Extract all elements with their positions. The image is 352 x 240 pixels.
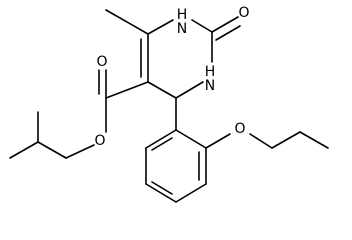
bond-ch2-ch bbox=[37, 141, 67, 159]
bond-n1-c2 bbox=[191, 19, 213, 33]
ester-carbonyl-oxygen-label: O bbox=[96, 54, 107, 70]
bond-ester-o-ch2 bbox=[65, 144, 95, 159]
bond-methyl-c6 bbox=[105, 9, 149, 35]
bond-c5-ester-carbon bbox=[105, 81, 149, 99]
bond-layer bbox=[9, 9, 329, 203]
benzene-double-2 bbox=[151, 181, 173, 195]
ring-carbonyl-oxygen-label: O bbox=[238, 5, 249, 21]
n1-hydrogen-label: H bbox=[177, 7, 188, 23]
bond-c4-c5 bbox=[147, 81, 177, 99]
benzene-bond-4 bbox=[145, 183, 177, 203]
benzene-double-3 bbox=[151, 137, 173, 151]
bond-ch-methyl-a bbox=[9, 141, 39, 159]
bond-aryl-ether-o bbox=[205, 133, 231, 149]
bond-propyl-ch2-ch3 bbox=[299, 131, 329, 149]
atom-label-layer: H N H N O O O O bbox=[94, 5, 249, 149]
pyrimidine-n3-atom: H N bbox=[205, 64, 216, 94]
ester-oxygen-label: O bbox=[94, 133, 105, 149]
benzene-bond-3 bbox=[175, 183, 207, 203]
n3-nitrogen-label: N bbox=[205, 78, 215, 94]
bond-n3-c4 bbox=[175, 81, 204, 99]
chemical-structure-drawing: H N H N O O O O bbox=[9, 5, 329, 203]
n3-hydrogen-label: H bbox=[205, 64, 216, 80]
bond-c6-n1 bbox=[147, 19, 174, 35]
benzene-bond-6 bbox=[145, 129, 177, 149]
bond-c2-o-inner bbox=[215, 25, 241, 41]
n1-nitrogen-label: N bbox=[177, 21, 187, 37]
bond-c2-o-outer bbox=[211, 16, 239, 33]
benzene-bond-1 bbox=[175, 129, 207, 149]
ether-oxygen-label: O bbox=[234, 121, 245, 137]
bond-ether-o-ch2 bbox=[249, 133, 273, 149]
bond-propyl-ch2-ch2 bbox=[271, 131, 301, 149]
pyrimidine-n1-atom: H N bbox=[177, 7, 188, 37]
